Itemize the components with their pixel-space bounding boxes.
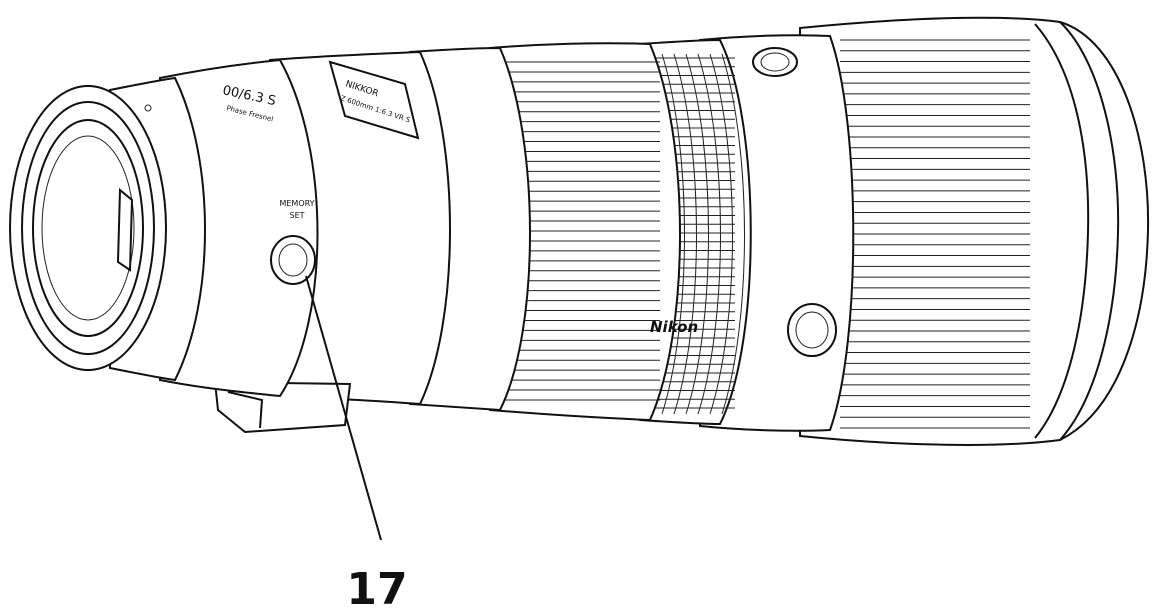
memory-set-button[interactable] <box>270 235 316 285</box>
knurl-line <box>673 53 697 415</box>
rear-barrel: 00/6.3 S Phase Fresnel MEMORY SET <box>159 58 319 398</box>
memory-set-label-line1: MEMORY <box>279 199 314 208</box>
callout-leader-line <box>305 275 382 541</box>
callout-number: 17 <box>346 564 407 612</box>
knurl-line <box>685 53 709 415</box>
mount-flange <box>9 85 167 371</box>
lens-hood <box>799 16 1150 446</box>
memory-set-label-line2: SET <box>289 211 304 220</box>
knurl-line <box>697 53 721 415</box>
focus-function-button-side[interactable] <box>787 303 837 357</box>
knurl-line <box>721 53 745 415</box>
lens-mount <box>9 76 206 382</box>
nikon-logo: Nikon <box>650 318 698 336</box>
knurl-line <box>661 53 685 415</box>
tripod-collar-foot <box>213 380 352 434</box>
middle-barrel <box>269 46 531 412</box>
knurl-line <box>709 53 733 415</box>
lens-name-plate: NIKKOR Z 600mm 1:6.3 VR S <box>328 60 420 140</box>
focus-function-button-top[interactable] <box>752 47 798 77</box>
